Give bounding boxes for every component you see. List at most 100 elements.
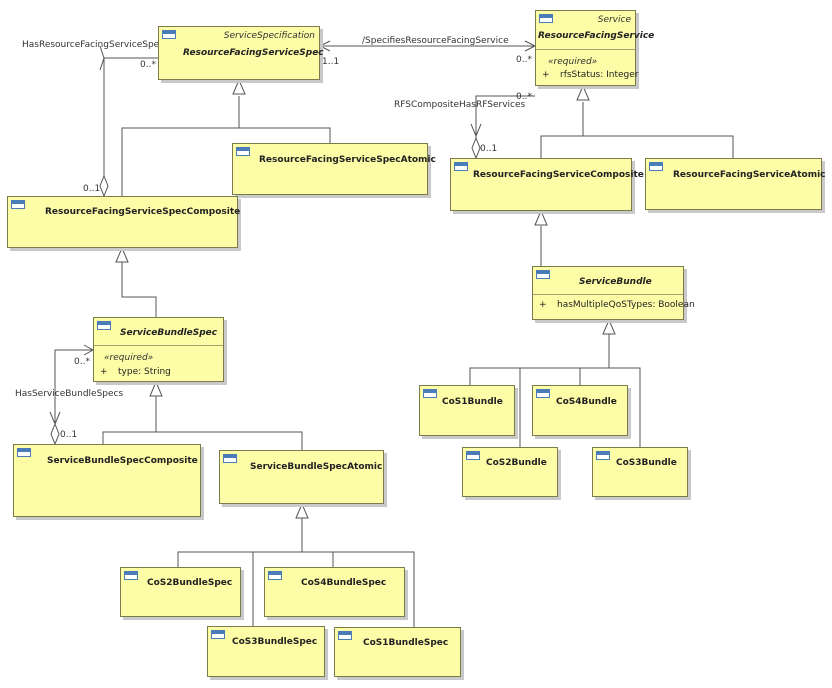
- gen-sbs-atomic: [156, 431, 303, 450]
- class-icon: [649, 162, 663, 171]
- generalization-triangle: [576, 84, 590, 101]
- gen-sbsa-bus: [177, 551, 415, 627]
- gen-rfss-composite: [121, 127, 239, 196]
- class-cos2-bundle[interactable]: CoS2Bundle: [462, 447, 558, 497]
- class-resource-facing-service[interactable]: Service ResourceFacingService «required»…: [535, 10, 654, 86]
- class-name: CoS3Bundle: [616, 458, 677, 468]
- attribute-group: «required»: [548, 57, 598, 67]
- attribute-row: +hasMultipleQoSTypes: Boolean: [539, 300, 695, 310]
- assoc-mult: 1..1: [322, 57, 340, 67]
- class-cos4-bundle[interactable]: CoS4Bundle: [532, 385, 628, 436]
- class-icon: [536, 270, 550, 279]
- class-name: ResourceFacingServiceSpecAtomic: [259, 155, 436, 165]
- stereotype-label: Service: [597, 15, 631, 25]
- class-icon: [236, 147, 250, 156]
- compartment-divider: [533, 294, 683, 295]
- class-name: CoS3BundleSpec: [232, 637, 318, 647]
- gen-rfssc-sbs: [121, 262, 157, 317]
- assoc-mult: 0..*: [516, 92, 532, 102]
- class-resource-facing-service-composite[interactable]: ResourceFacingServiceComposite: [450, 158, 644, 211]
- attribute-text: rfsStatus: Integer: [560, 70, 639, 80]
- generalization-triangle: [232, 78, 246, 95]
- class-name: ServiceBundleSpec: [120, 328, 218, 338]
- class-name: CoS4Bundle: [556, 397, 617, 407]
- class-name: ResourceFacingServiceComposite: [473, 170, 644, 180]
- visibility-marker: +: [542, 70, 550, 80]
- visibility-marker: +: [100, 367, 108, 377]
- assoc-mult: 0..*: [516, 55, 532, 65]
- class-cos2-bundle-spec[interactable]: CoS2BundleSpec: [120, 567, 241, 617]
- class-icon: [162, 30, 176, 39]
- gen-sb-cos1: [469, 367, 641, 447]
- class-name: ServiceBundle: [579, 277, 652, 287]
- class-icon: [223, 454, 237, 463]
- class-resource-facing-service-spec-atomic[interactable]: ResourceFacingServiceSpecAtomic: [232, 143, 436, 195]
- class-service-bundle[interactable]: ServiceBundle +hasMultipleQoSTypes: Bool…: [532, 266, 695, 320]
- class-icon: [423, 389, 437, 398]
- class-cos4-bundle-spec[interactable]: CoS4BundleSpec: [264, 567, 405, 617]
- class-resource-facing-service-atomic[interactable]: ResourceFacingServiceAtomic: [645, 158, 826, 210]
- assoc-arrowhead: [470, 123, 482, 138]
- class-icon: [596, 451, 610, 460]
- assoc-label-has-rfs-specs: HasResourceFacingServiceSpecs: [22, 40, 169, 50]
- generalization-triangle: [602, 318, 616, 335]
- compartment-divider: [536, 49, 635, 50]
- assoc-arrowhead: [99, 45, 105, 71]
- attribute-row: + rfsStatus: Integer: [542, 70, 639, 80]
- class-icon: [17, 448, 31, 457]
- class-cos1-bundle[interactable]: CoS1Bundle: [419, 385, 515, 436]
- aggregation-diamond: [50, 422, 60, 446]
- aggregation-diamond: [99, 174, 109, 198]
- class-name: CoS2BundleSpec: [147, 578, 233, 588]
- generalization-triangle: [149, 380, 163, 397]
- attribute-text: hasMultipleQoSTypes: Boolean: [557, 300, 695, 310]
- aggregation-diamond: [471, 136, 481, 160]
- class-icon: [536, 389, 550, 398]
- class-icon: [124, 571, 138, 580]
- generalization-triangle: [534, 209, 548, 226]
- class-name: ServiceBundleSpecAtomic: [250, 462, 383, 472]
- class-icon: [539, 14, 553, 23]
- gen-rfss-atomic: [238, 96, 331, 143]
- generalization-triangle: [295, 502, 309, 519]
- class-icon: [211, 630, 225, 639]
- assoc-label-specifies: /SpecifiesResourceFacingService: [362, 36, 509, 46]
- class-cos3-bundle[interactable]: CoS3Bundle: [592, 447, 688, 497]
- attribute-text: type: String: [118, 367, 171, 377]
- assoc-label-rfs-composite: RFSCompositeHasRFServices: [394, 100, 526, 110]
- class-service-bundle-spec[interactable]: ServiceBundleSpec «required» + type: Stri…: [93, 317, 224, 382]
- class-name: CoS1BundleSpec: [363, 638, 449, 648]
- class-resource-facing-service-spec[interactable]: ServiceSpecification ResourceFacingServi…: [158, 26, 324, 80]
- assoc-arrowhead: [318, 40, 331, 52]
- class-name: CoS4BundleSpec: [301, 578, 387, 588]
- class-icon: [11, 200, 25, 209]
- class-name: CoS1Bundle: [442, 397, 503, 407]
- stereotype-label: ServiceSpecification: [223, 31, 315, 41]
- assoc-mult: 0..1: [480, 144, 498, 154]
- attribute-group: «required»: [104, 353, 154, 363]
- class-name: ResourceFacingService: [538, 31, 655, 41]
- assoc-mult: 0..*: [140, 60, 156, 70]
- class-name: ResourceFacingServiceAtomic: [673, 170, 826, 180]
- class-name: CoS2Bundle: [486, 458, 547, 468]
- class-icon: [466, 451, 480, 460]
- gen-rfs-atomic: [582, 102, 734, 158]
- class-cos3-bundle-spec[interactable]: CoS3BundleSpec: [207, 626, 325, 677]
- class-icon: [338, 631, 352, 640]
- assoc-mult: 0..1: [60, 430, 78, 440]
- assoc-rfs-composite: [475, 95, 535, 140]
- class-icon: [268, 571, 282, 580]
- assoc-label-has-sb-specs: HasServiceBundleSpecs: [15, 389, 124, 399]
- class-service-bundle-spec-atomic[interactable]: ServiceBundleSpecAtomic: [219, 450, 384, 504]
- class-cos1-bundle-spec[interactable]: CoS1BundleSpec: [334, 627, 461, 677]
- class-icon: [454, 162, 468, 171]
- attribute-row: + type: String: [100, 367, 171, 377]
- gen-sbs-composite: [102, 396, 157, 444]
- class-resource-facing-service-spec-composite[interactable]: ResourceFacingServiceSpecComposite: [7, 196, 240, 248]
- class-name: ServiceBundleSpecComposite: [47, 456, 198, 466]
- class-icon: [97, 321, 111, 330]
- class-name: ResourceFacingServiceSpec: [183, 48, 324, 58]
- generalization-triangle: [115, 246, 129, 263]
- class-service-bundle-spec-composite[interactable]: ServiceBundleSpecComposite: [13, 444, 201, 517]
